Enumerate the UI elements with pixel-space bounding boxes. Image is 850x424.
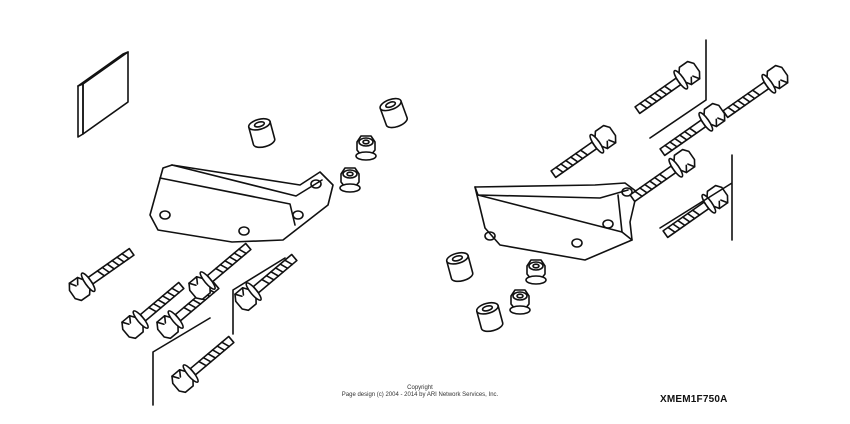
flange-nut [509, 289, 531, 315]
flange-bolt [630, 58, 705, 120]
spacer-collar [377, 95, 410, 131]
spacer-collar [246, 115, 277, 151]
flange-bolt [546, 122, 621, 184]
flange-bolt [718, 62, 793, 124]
flange-bolt [230, 248, 303, 314]
copyright-title: Copyright [407, 385, 433, 391]
flange-bolt [658, 182, 733, 244]
group-divider-lines [152, 39, 733, 406]
right-mounting-bracket [474, 182, 638, 261]
figure-code: XMEM1F750A [660, 394, 728, 405]
flange-nut [355, 135, 377, 161]
left-mounting-bracket [149, 164, 334, 243]
flange-bolt [64, 242, 139, 304]
flange-bolt [625, 146, 700, 208]
spacer-collar [444, 249, 475, 285]
spacer-collar [474, 299, 505, 335]
flange-bolt [167, 330, 240, 396]
flange-nut [525, 259, 547, 285]
flange-nut [339, 167, 361, 193]
copyright-text: Page design (c) 2004 - 2014 by ARI Netwo… [341, 392, 499, 398]
copyright-notice: Copyright Page design (c) 2004 - 2014 by… [300, 385, 540, 399]
rubber-pad [77, 51, 129, 138]
